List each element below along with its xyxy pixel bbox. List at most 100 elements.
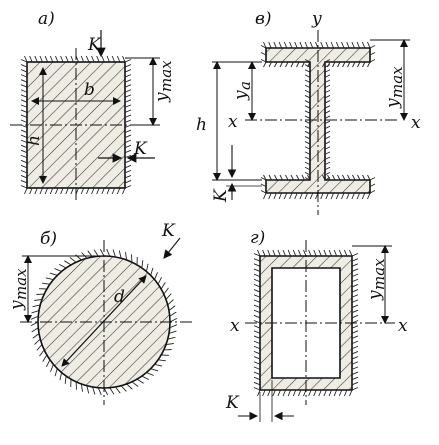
fringe-tick: [31, 310, 40, 314]
fringe-tick: [20, 134, 28, 139]
fringe-tick: [85, 187, 90, 195]
panel-a-ymax-sub: max: [157, 60, 175, 92]
fringe-tick: [20, 69, 28, 73]
fringe-tick: [118, 250, 122, 259]
fringe-tick: [20, 129, 28, 133]
panel-g-x-left: x: [230, 316, 240, 336]
fringe-tick: [325, 192, 329, 200]
fringe-tick: [69, 257, 77, 263]
fringe-tick: [352, 174, 356, 181]
fringe-tick: [263, 61, 267, 68]
fringe-tick: [338, 249, 343, 257]
fringe-tick: [20, 169, 28, 174]
panel-b-d-label: d: [114, 287, 125, 307]
fringe-tick: [294, 192, 298, 200]
fringe-tick: [169, 311, 177, 317]
circle-weld-fringe: [30, 248, 178, 396]
fringe-tick: [324, 166, 331, 171]
fringe-tick: [342, 174, 346, 181]
fringe-tick: [253, 314, 261, 319]
fringe-tick: [274, 174, 278, 181]
fringe-tick: [351, 258, 359, 262]
panel-v-k-label: K: [211, 188, 231, 203]
fringe-tick: [168, 330, 177, 334]
fringe-tick: [131, 381, 139, 387]
fringe-tick: [351, 309, 359, 314]
fringe-tick: [106, 248, 111, 257]
fringe-tick: [304, 136, 311, 140]
fringe-tick: [39, 55, 43, 63]
fringe-tick: [20, 139, 28, 144]
fringe-tick: [124, 89, 132, 93]
fringe-tick: [60, 187, 64, 195]
panel-g-box: г) x x y max K: [225, 228, 408, 422]
fringe-tick: [253, 351, 261, 355]
fringe-tick: [320, 192, 324, 200]
fringe-tick: [124, 175, 132, 179]
panel-v-ya-label: y: [231, 90, 251, 101]
fringe-tick: [362, 61, 366, 68]
fringe-tick: [24, 55, 28, 63]
fringe-tick: [60, 55, 64, 63]
fringe-tick: [260, 177, 267, 181]
fringe-tick: [304, 59, 311, 63]
fringe-tick: [29, 55, 33, 63]
box-weld-fringe: [253, 249, 359, 397]
fringe-tick: [304, 64, 311, 68]
fringe-tick: [44, 55, 49, 63]
fringe-tick: [292, 249, 297, 257]
fringe-tick: [279, 174, 283, 181]
fringe-tick: [351, 325, 359, 329]
fringe-tick: [260, 59, 267, 63]
fringe-tick: [332, 174, 336, 181]
fringe-tick: [272, 249, 276, 257]
fringe-tick: [304, 130, 311, 135]
panel-a-h-label: h: [24, 135, 44, 146]
panel-v-h-label: h: [196, 115, 207, 135]
fringe-tick: [150, 267, 154, 276]
fringe-tick: [50, 364, 54, 372]
fringe-tick: [351, 268, 359, 272]
fringe-tick: [318, 389, 322, 397]
fringe-tick: [333, 249, 338, 257]
fringe-tick: [146, 372, 154, 376]
fringe-tick: [322, 61, 326, 68]
fringe-tick: [351, 273, 359, 278]
fringe-tick: [304, 125, 311, 130]
fringe-tick: [101, 187, 105, 195]
fringe-tick: [324, 74, 331, 78]
fringe-tick: [55, 55, 59, 63]
fringe-tick: [126, 383, 133, 390]
fringe-tick: [351, 41, 355, 49]
fringe-tick: [253, 330, 261, 334]
fringe-tick: [124, 149, 132, 154]
fringe-tick: [369, 45, 376, 49]
fringe-tick: [268, 41, 272, 49]
fringe-tick: [64, 260, 72, 266]
fringe-tick: [49, 187, 54, 195]
fringe-tick: [325, 41, 329, 49]
fringe-tick: [282, 249, 286, 257]
fringe-tick: [292, 389, 297, 397]
fringe-tick: [367, 192, 371, 200]
fringe-tick: [304, 110, 311, 114]
fringe-tick: [367, 41, 371, 49]
panel-a-k-label-top: K: [87, 35, 102, 55]
fringe-tick: [324, 115, 331, 119]
fringe-tick: [20, 109, 28, 113]
fringe-tick: [165, 293, 172, 300]
fringe-tick: [304, 89, 311, 94]
fringe-tick: [80, 187, 85, 195]
fringe-tick: [369, 183, 376, 187]
fringe-tick: [167, 336, 176, 340]
fringe-tick: [369, 177, 376, 181]
fringe-tick: [267, 389, 271, 397]
fringe-tick: [91, 187, 95, 195]
fringe-tick: [20, 175, 28, 179]
fringe-tick: [277, 249, 281, 257]
fringe-tick: [304, 177, 311, 181]
panel-a-rectangle: a) K b h K y max: [10, 9, 175, 200]
fringe-tick: [268, 192, 272, 200]
fringe-tick: [324, 84, 331, 89]
